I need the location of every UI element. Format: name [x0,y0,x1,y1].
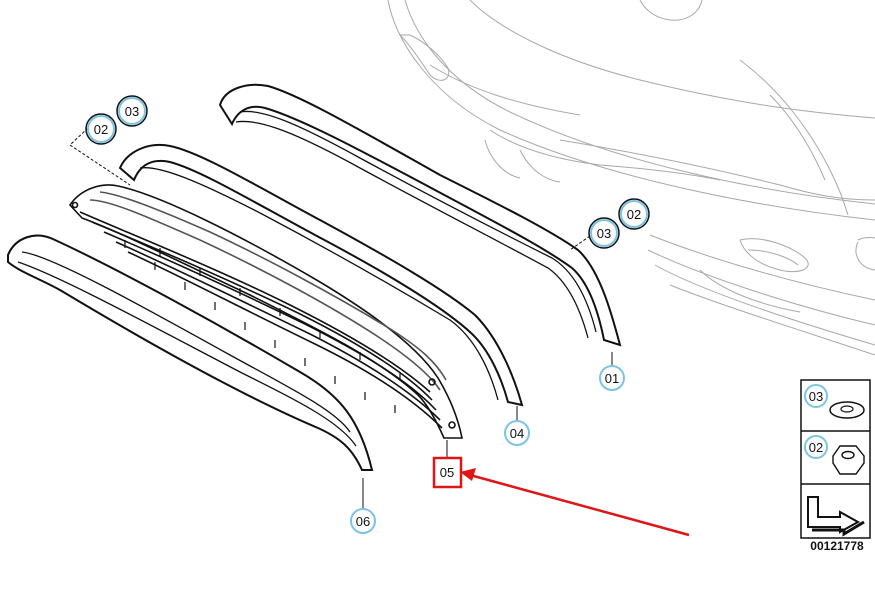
svg-text:02: 02 [627,207,641,222]
part-01-upper-trim-strip [218,83,622,347]
part-04-mid-trim-strip [118,144,524,407]
washer-icon [829,401,865,419]
legend-washer-row: 03 [804,384,865,419]
document-number: 00121778 [810,539,864,553]
part-06-lower-trim-strip [7,234,374,471]
highlight-arrow [460,468,690,537]
svg-text:06: 06 [356,514,370,529]
svg-text:04: 04 [510,426,524,441]
front-direction-arrow-icon [807,496,865,537]
callout-03-left[interactable]: 03 [116,95,148,127]
svg-text:03: 03 [597,226,611,241]
hex-nut-icon [832,445,865,475]
svg-text:03: 03 [125,104,139,119]
callout-06[interactable]: 06 [350,508,376,534]
callout-03-right[interactable]: 03 [588,217,620,249]
svg-text:02: 02 [94,122,108,137]
leader-lines [69,127,613,509]
svg-text:02: 02 [809,440,823,455]
callout-02-left[interactable]: 02 [85,113,117,145]
legend-nut-row: 02 [804,435,865,475]
callout-04[interactable]: 04 [504,420,530,446]
svg-text:03: 03 [809,389,823,404]
svg-text:05: 05 [440,465,454,480]
callout-02-right[interactable]: 02 [618,198,650,230]
legend-panel: 03 02 [800,379,871,539]
part-05-grille [68,184,463,439]
svg-text:01: 01 [605,371,619,386]
callout-05[interactable]: 05 [432,456,463,489]
callout-01[interactable]: 01 [599,365,625,391]
bumper-outline [387,0,875,356]
